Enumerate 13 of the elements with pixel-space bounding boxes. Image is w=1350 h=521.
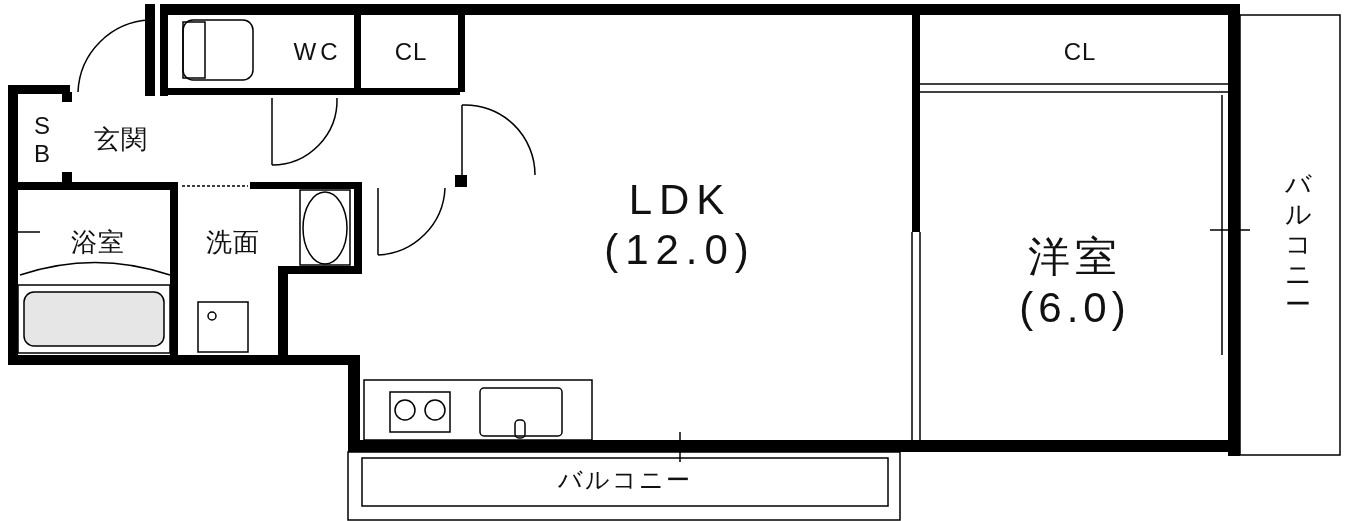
room-label: (12.0) xyxy=(604,225,756,275)
room-label: 玄関 xyxy=(94,124,148,156)
room-label: WC xyxy=(293,38,342,67)
room-label: 洋室 xyxy=(1028,232,1122,283)
room-label: CL xyxy=(1063,38,1097,67)
room-label: LDK xyxy=(628,174,732,225)
room-label: 洗面 xyxy=(205,226,260,259)
room-label: バルコニー xyxy=(1285,170,1311,320)
room-label: バルコニー xyxy=(558,465,692,495)
room-label: SB xyxy=(33,112,51,168)
room-label: 浴室 xyxy=(70,226,125,259)
room-label: (6.0) xyxy=(1019,282,1131,333)
room-label: CL xyxy=(394,38,428,67)
